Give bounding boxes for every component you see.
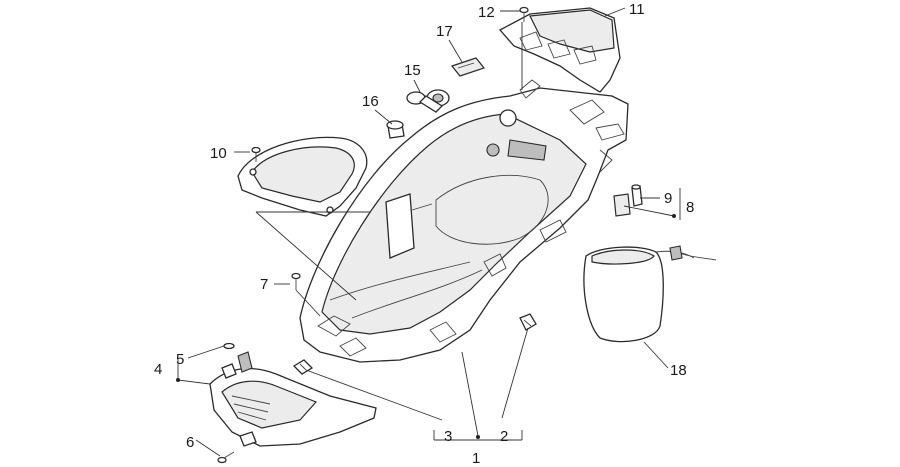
callout-6: 6: [186, 434, 194, 451]
screw-6: [217, 451, 235, 464]
callout-10: 10: [210, 145, 227, 162]
bushing-16: [386, 120, 405, 139]
callout-18: 18: [670, 362, 687, 379]
pad-8: [613, 193, 631, 217]
callout-1: 1: [472, 450, 480, 467]
helmet-liner-bag: [583, 245, 717, 343]
clip-3: [292, 359, 314, 375]
leader-lines: [177, 7, 681, 457]
plug-9: [631, 184, 643, 207]
callout-17: 17: [436, 23, 453, 40]
washer-5: [223, 342, 235, 350]
lock-cylinder-15: [406, 89, 450, 113]
helmet-compartment: [299, 79, 629, 363]
callout-3: 3: [444, 428, 452, 445]
sticker-17: [450, 57, 486, 77]
callout-12: 12: [478, 4, 495, 21]
callout-2: 2: [500, 428, 508, 445]
screw-12: [519, 6, 529, 22]
screw-10: [251, 146, 261, 162]
clip-2: [519, 313, 537, 331]
callout-16: 16: [362, 93, 379, 110]
callout-8: 8: [686, 199, 694, 216]
callout-7: 7: [260, 276, 268, 293]
callout-5: 5: [176, 351, 184, 368]
rear-cover: [498, 7, 621, 93]
callout-15: 15: [404, 62, 421, 79]
callout-9: 9: [664, 190, 672, 207]
callout-4: 4: [154, 361, 162, 378]
screw-7: [291, 272, 301, 290]
callout-11: 11: [629, 1, 645, 18]
side-cover-10: [237, 136, 368, 217]
leader-dots: [176, 214, 676, 439]
front-lower-cover: [209, 351, 377, 447]
